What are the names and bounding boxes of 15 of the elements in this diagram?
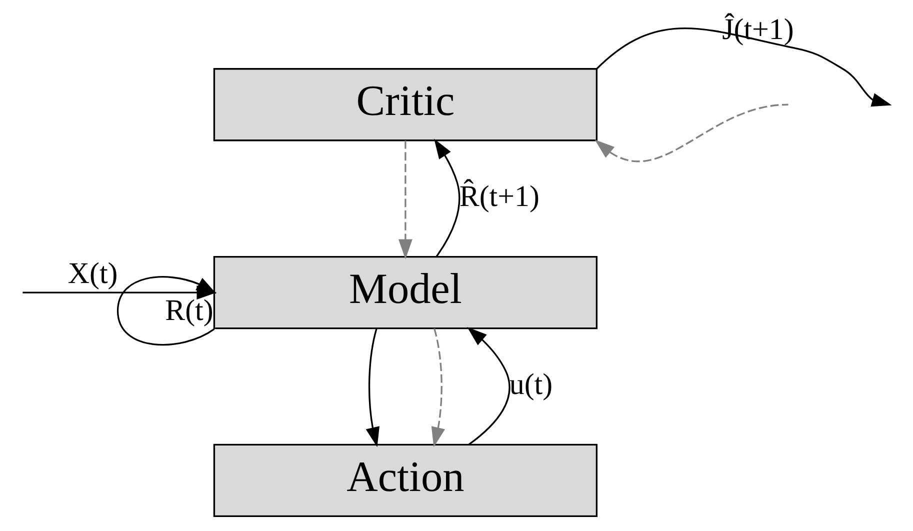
arrow — [434, 138, 460, 258]
arrow — [365, 328, 379, 448]
edge-label: R̂(t+1) — [458, 180, 539, 213]
edge-label: Ĵ(t+1) — [722, 12, 794, 46]
node-box: Action — [212, 444, 598, 518]
node-box: Model — [212, 256, 598, 330]
arrow — [430, 328, 445, 448]
node-box: Critic — [212, 68, 598, 142]
arrow — [466, 326, 510, 446]
edge-label: u(t) — [508, 368, 552, 401]
arrow — [596, 28, 892, 107]
edge-label: X(t) — [67, 257, 118, 290]
edge-label: R(t) — [164, 294, 213, 327]
arrow — [398, 140, 412, 260]
arrow — [594, 104, 788, 162]
